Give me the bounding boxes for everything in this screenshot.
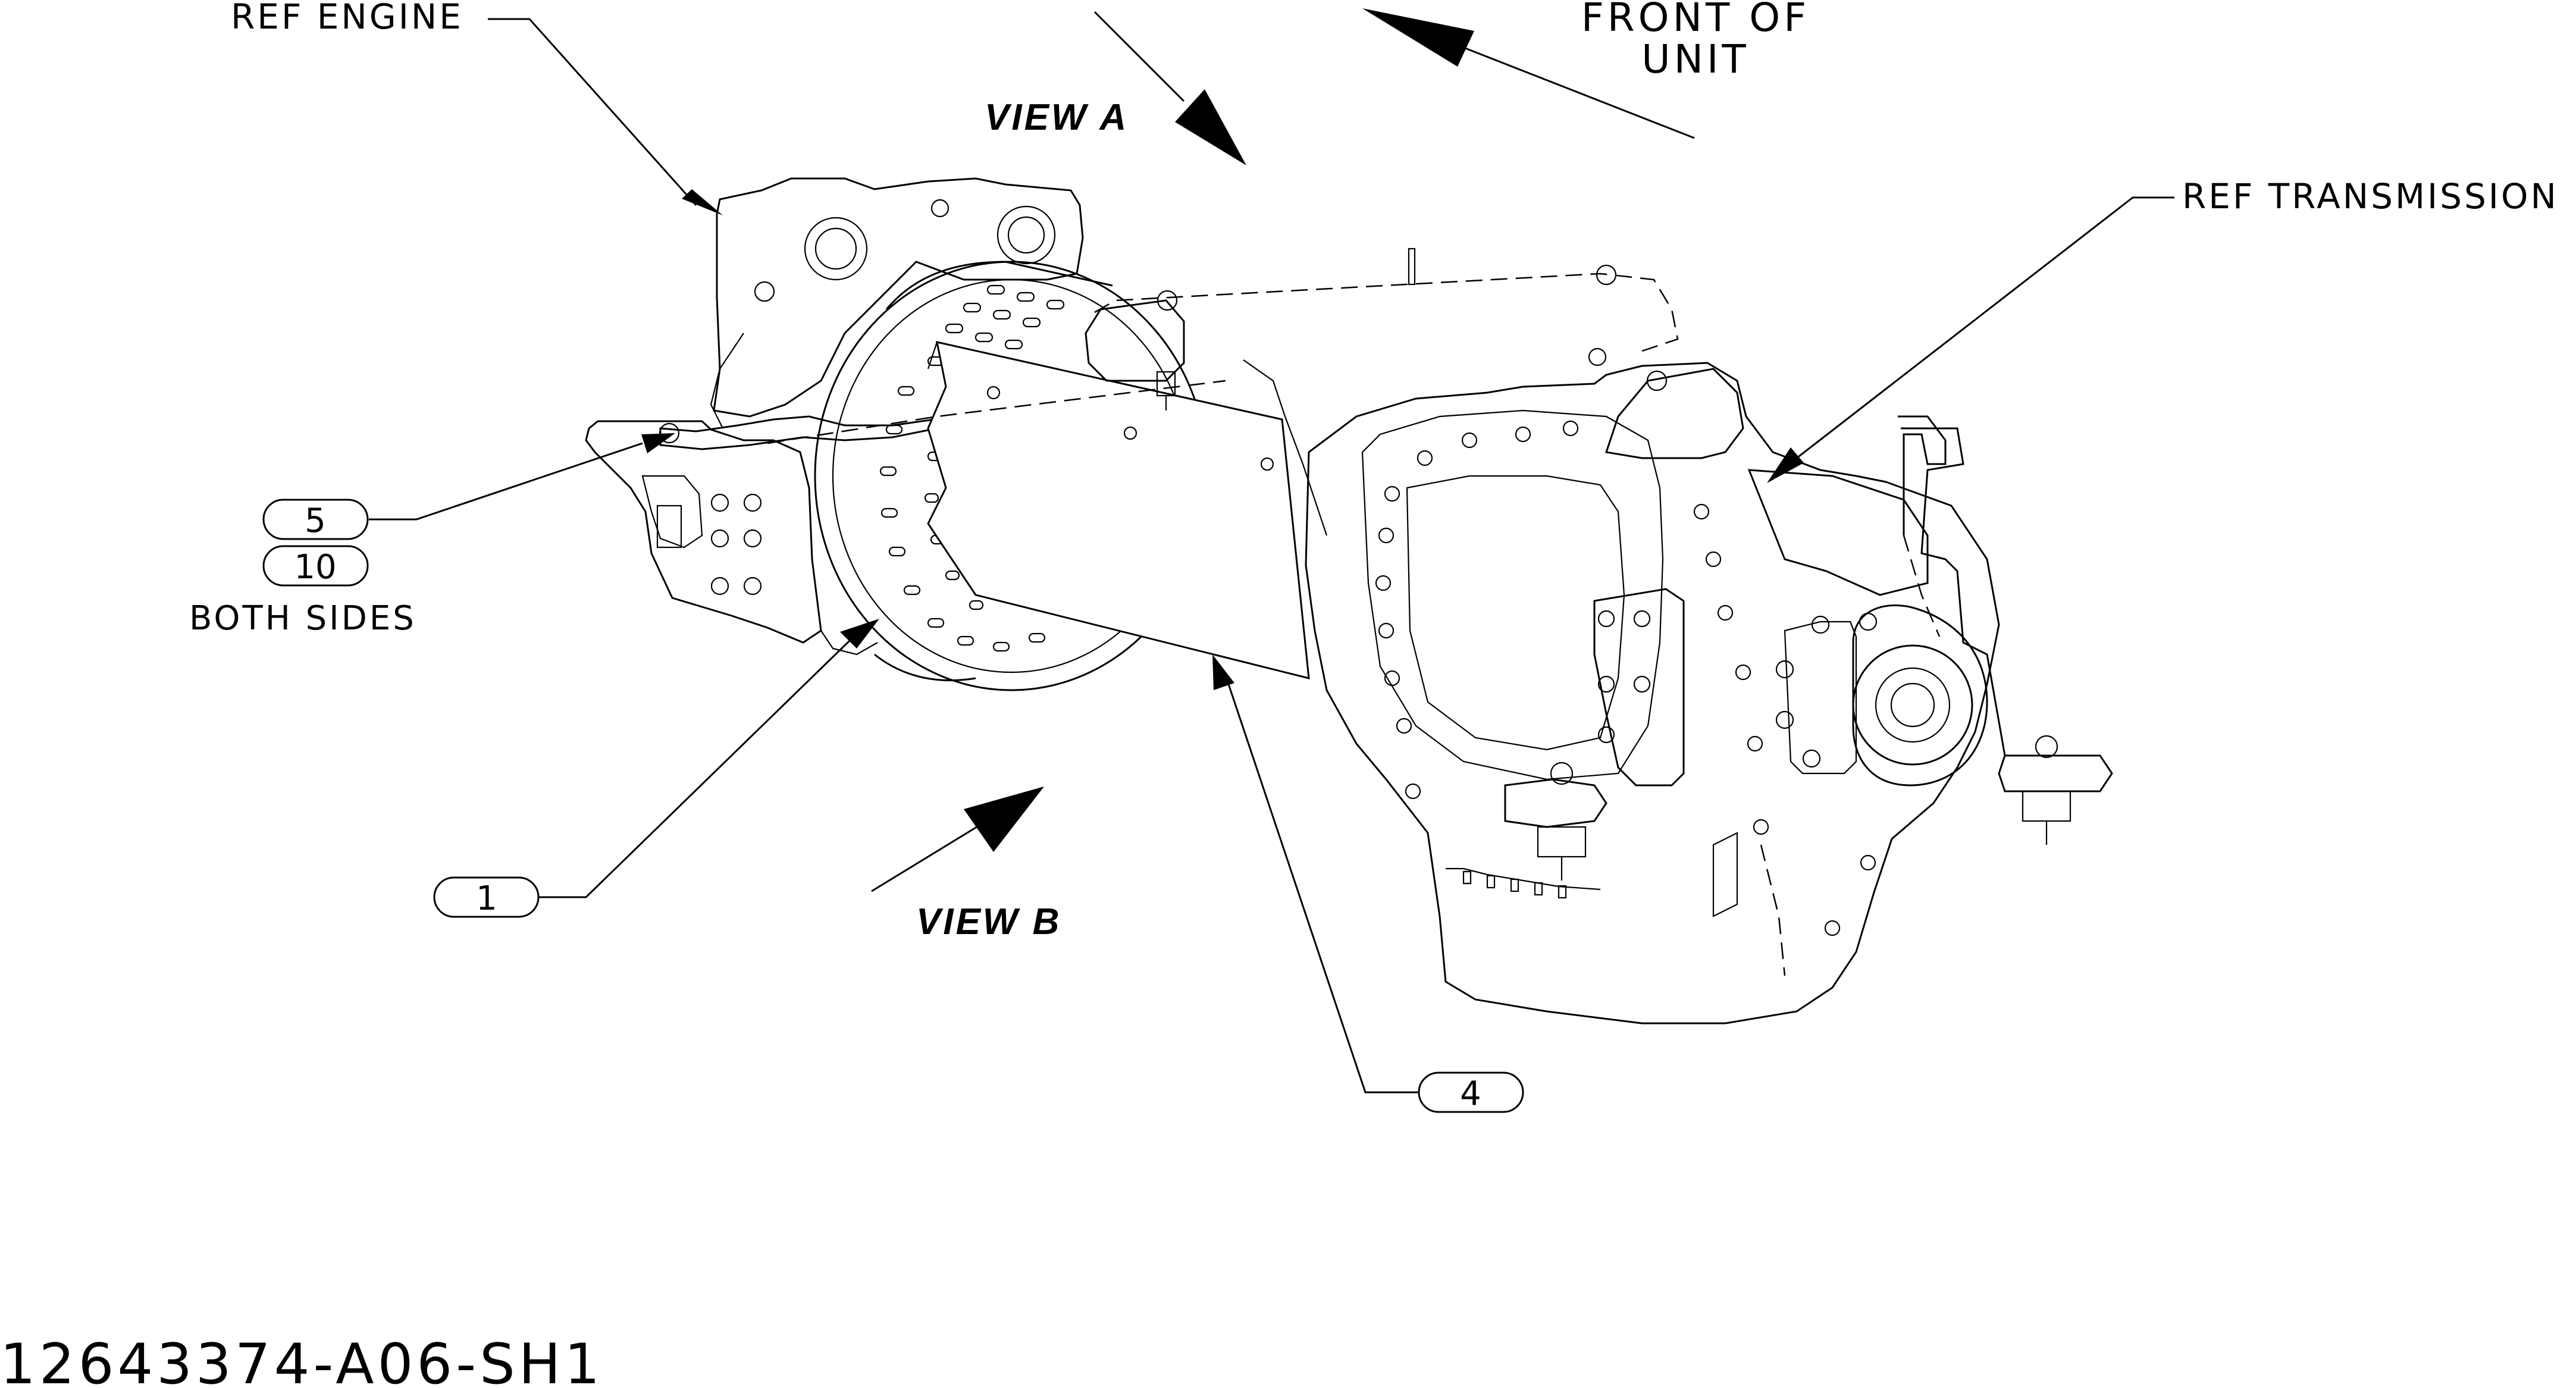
view-b-label: VIEW B bbox=[916, 901, 1061, 942]
balloon-4-leader bbox=[1224, 675, 1419, 1094]
balloon-5-arrowhead bbox=[641, 433, 675, 453]
mounting-bracket-illustration bbox=[1085, 247, 1679, 536]
balloon-item-1-number: 1 bbox=[476, 879, 497, 918]
both-sides-label: BOTH SIDES bbox=[189, 599, 416, 638]
ref-engine-label: REF ENGINE bbox=[231, 0, 463, 37]
balloon-item-5 bbox=[262, 499, 369, 540]
balloon-1-arrowhead bbox=[840, 619, 879, 648]
ref-engine-arrowhead bbox=[682, 189, 723, 215]
front-of-unit-arrowhead bbox=[1362, 8, 1474, 67]
guard-plate-illustration bbox=[767, 341, 1310, 679]
balloon-5-leader bbox=[369, 442, 643, 521]
transmission-illustration bbox=[1305, 347, 2113, 1024]
view-a-arrow-shaft bbox=[1093, 11, 1185, 102]
ref-transmission-label: REF TRANSMISSION bbox=[2182, 176, 2559, 217]
view-b-arrow-shaft bbox=[871, 823, 982, 892]
balloon-item-10-number: 10 bbox=[294, 548, 336, 587]
balloon-4-arrowhead bbox=[1212, 654, 1234, 690]
drawing-number: 12643374-A06-SH1 bbox=[0, 1332, 603, 1388]
front-of-unit-line2: UNIT bbox=[1641, 36, 1749, 82]
balloon-item-5-number: 5 bbox=[305, 502, 326, 540]
balloon-item-4-number: 4 bbox=[1460, 1074, 1481, 1113]
ref-transmission-arrowhead bbox=[1767, 447, 1804, 483]
flywheel-shroud-illustration bbox=[814, 261, 1209, 691]
front-of-unit-arrow-shaft bbox=[1451, 42, 1695, 139]
view-b-arrowhead bbox=[964, 787, 1044, 852]
ref-engine-leader bbox=[488, 18, 697, 206]
view-a-label: VIEW A bbox=[985, 97, 1129, 138]
ref-transmission-leader bbox=[1796, 196, 2174, 459]
front-of-unit-line1: FRONT OF bbox=[1581, 0, 1810, 40]
balloon-1-leader bbox=[538, 638, 852, 898]
balloon-item-10 bbox=[262, 545, 369, 587]
engine-illustration bbox=[585, 177, 1084, 656]
view-a-arrowhead bbox=[1175, 89, 1246, 165]
